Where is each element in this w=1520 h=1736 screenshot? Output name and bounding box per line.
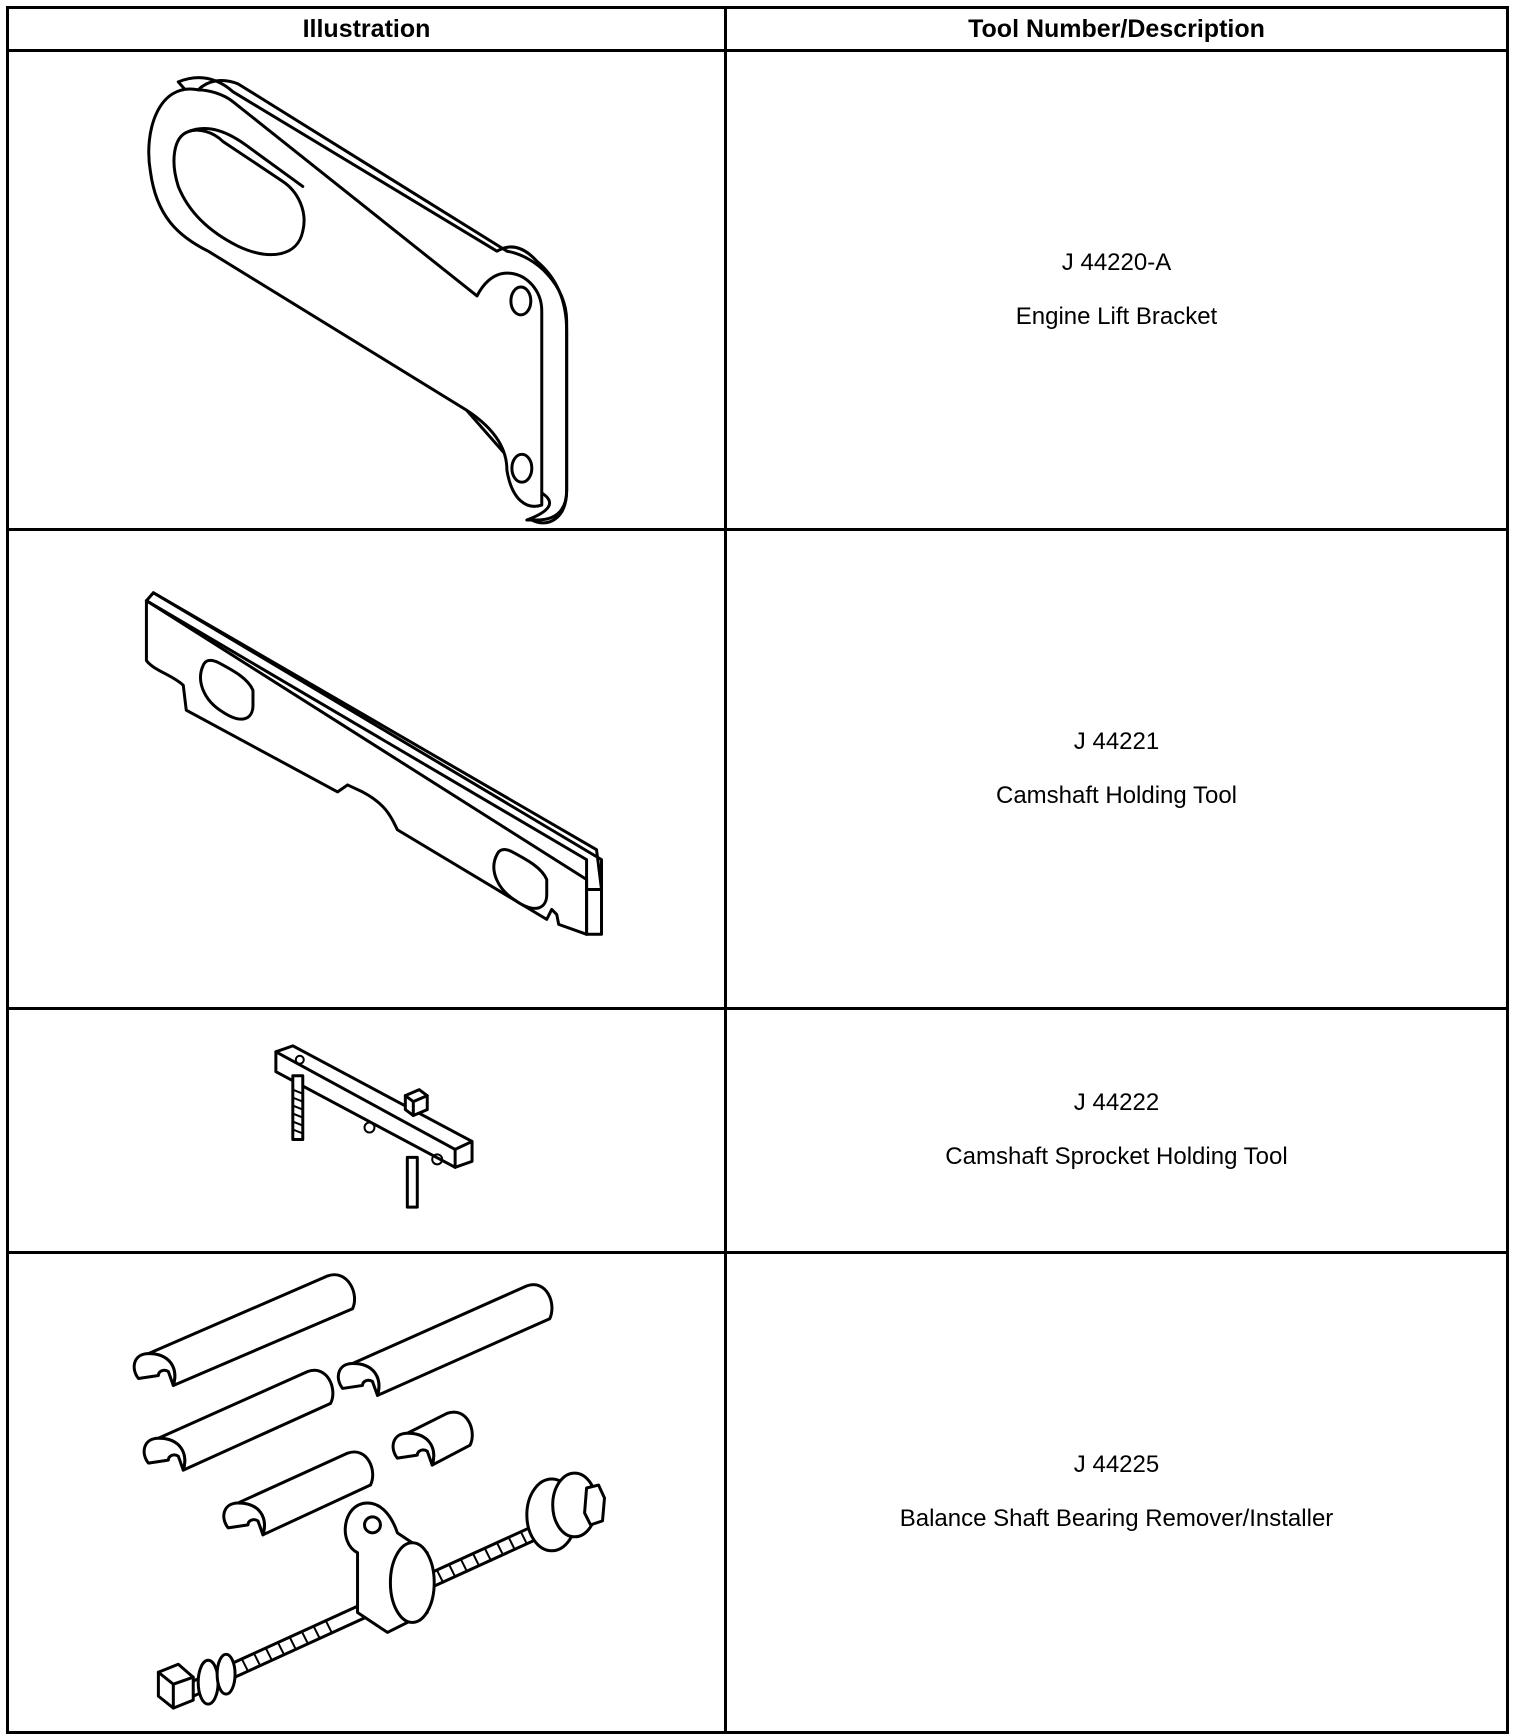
description-cell: J 44222 Camshaft Sprocket Holding Tool — [724, 1007, 1509, 1254]
tool-description: Engine Lift Bracket — [1015, 303, 1218, 330]
tool-description: Camshaft Holding Tool — [995, 782, 1238, 809]
description-cell: J 44220-A Engine Lift Bracket — [724, 49, 1509, 531]
engine-lift-bracket-icon — [147, 76, 569, 525]
description-cell: J 44221 Camshaft Holding Tool — [724, 528, 1509, 1010]
illustration-cell — [6, 528, 727, 1010]
header-tool-description: Tool Number/Description — [724, 6, 1509, 52]
tool-number: J 44221 — [1073, 728, 1160, 755]
tool-number: J 44220-A — [1061, 249, 1172, 276]
tool-table: Illustration Tool Number/Description — [6, 6, 1509, 1734]
tool-number: J 44225 — [1073, 1451, 1160, 1479]
table-header-row: Illustration Tool Number/Description — [6, 6, 1509, 52]
table-row: J 44220-A Engine Lift Bracket — [6, 49, 1509, 531]
illustration-cell — [6, 1250, 727, 1734]
header-illustration: Illustration — [6, 6, 727, 52]
camshaft-sprocket-holding-tool-icon — [274, 1044, 474, 1209]
table-row: J 44222 Camshaft Sprocket Holding Tool — [6, 1007, 1509, 1254]
balance-shaft-bearing-remover-installer-icon — [132, 1273, 606, 1710]
table-row: J 44225 Balance Shaft Bearing Remover/In… — [6, 1250, 1509, 1734]
tool-description: Balance Shaft Bearing Remover/Installer — [899, 1505, 1334, 1533]
description-cell: J 44225 Balance Shaft Bearing Remover/In… — [724, 1250, 1509, 1734]
table-row: J 44221 Camshaft Holding Tool — [6, 528, 1509, 1010]
illustration-cell — [6, 1007, 727, 1254]
tool-description: Camshaft Sprocket Holding Tool — [945, 1143, 1288, 1171]
tool-number: J 44222 — [1073, 1089, 1160, 1117]
illustration-cell — [6, 49, 727, 531]
camshaft-holding-tool-icon — [144, 591, 604, 936]
